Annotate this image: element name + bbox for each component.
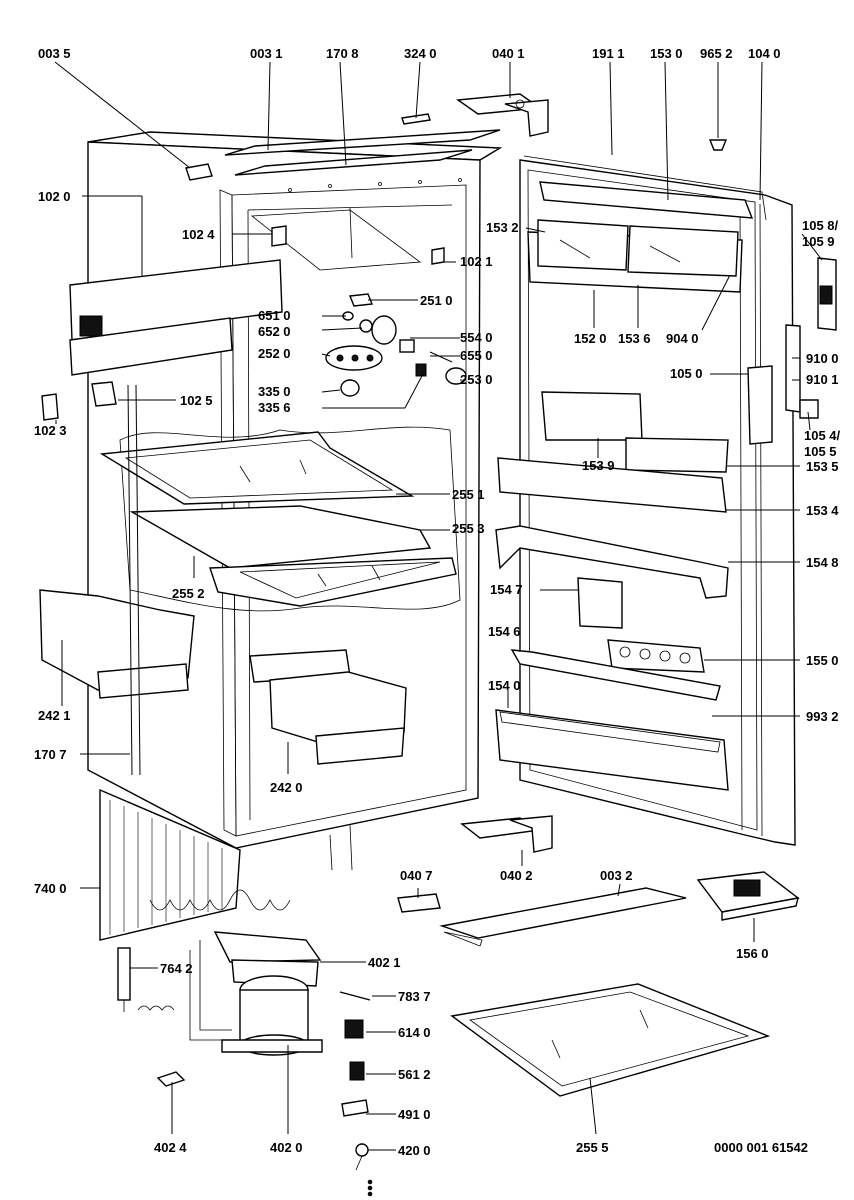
label-9040: 904 0 bbox=[666, 331, 699, 346]
label-1540: 154 0 bbox=[488, 678, 521, 693]
label-2555: 255 5 bbox=[576, 1140, 609, 1155]
label-1020: 102 0 bbox=[38, 189, 71, 204]
label-2552: 255 2 bbox=[172, 586, 205, 601]
label-1530: 153 0 bbox=[650, 46, 683, 61]
label-1021: 102 1 bbox=[460, 254, 493, 269]
label-1550: 155 0 bbox=[806, 653, 839, 668]
label-1050: 105 0 bbox=[670, 366, 703, 381]
label-7400: 740 0 bbox=[34, 881, 67, 896]
label-3240: 324 0 bbox=[404, 46, 437, 61]
condenser bbox=[99, 788, 353, 941]
label-1054: 105 4/ bbox=[804, 428, 841, 443]
label-1546: 154 6 bbox=[488, 624, 521, 639]
dairy-compartment bbox=[527, 181, 754, 293]
label-0401: 040 1 bbox=[492, 46, 525, 61]
label-2510: 251 0 bbox=[420, 293, 453, 308]
label-1023: 102 3 bbox=[34, 423, 67, 438]
label-0032: 003 2 bbox=[600, 868, 633, 883]
label-1040: 104 0 bbox=[748, 46, 781, 61]
part-labels: 003 5 003 1 170 8 324 0 040 1 191 1 153 … bbox=[34, 46, 841, 1158]
glass-shelves bbox=[99, 431, 457, 607]
label-5540: 554 0 bbox=[460, 330, 493, 345]
label-6550: 655 0 bbox=[460, 348, 493, 363]
label-2520: 252 0 bbox=[258, 346, 291, 361]
label-7837: 783 7 bbox=[398, 989, 431, 1004]
label-3356: 335 6 bbox=[258, 400, 291, 415]
label-0031: 003 1 bbox=[250, 46, 283, 61]
label-2530: 253 0 bbox=[460, 372, 493, 387]
label-6140: 614 0 bbox=[398, 1025, 431, 1040]
label-1059: 105 9 bbox=[802, 234, 835, 249]
label-3350: 335 0 bbox=[258, 384, 291, 399]
label-1708: 170 8 bbox=[326, 46, 359, 61]
label-6510: 651 0 bbox=[258, 308, 291, 323]
label-9100: 910 0 bbox=[806, 351, 839, 366]
crisper-drawers bbox=[39, 589, 407, 765]
label-0407: 040 7 bbox=[400, 868, 433, 883]
label-9101: 910 1 bbox=[806, 372, 839, 387]
label-1025: 102 5 bbox=[180, 393, 213, 408]
label-4024: 402 4 bbox=[154, 1140, 187, 1155]
label-4021: 402 1 bbox=[368, 955, 401, 970]
label-0035: 003 5 bbox=[38, 46, 71, 61]
label-9652: 965 2 bbox=[700, 46, 733, 61]
label-4020: 402 0 bbox=[270, 1140, 303, 1155]
label-1539: 153 9 bbox=[582, 458, 615, 473]
label-1548: 154 8 bbox=[806, 555, 839, 570]
drawing-number: 0000 001 61542 bbox=[714, 1140, 808, 1155]
label-2421: 242 1 bbox=[38, 708, 71, 723]
label-1547: 154 7 bbox=[490, 582, 523, 597]
label-0402: 040 2 bbox=[500, 868, 533, 883]
label-6520: 652 0 bbox=[258, 324, 291, 339]
label-2420: 242 0 bbox=[270, 780, 303, 795]
label-2551: 255 1 bbox=[452, 487, 485, 502]
label-1024: 102 4 bbox=[182, 227, 215, 242]
label-2553: 255 3 bbox=[452, 521, 485, 536]
label-7642: 764 2 bbox=[160, 961, 193, 976]
label-1058: 105 8/ bbox=[802, 218, 839, 233]
label-1532: 153 2 bbox=[486, 220, 519, 235]
label-1911: 191 1 bbox=[592, 46, 625, 61]
label-1055: 105 5 bbox=[804, 444, 837, 459]
hinge-top bbox=[456, 93, 549, 137]
label-9932: 993 2 bbox=[806, 709, 839, 724]
label-1560: 156 0 bbox=[736, 946, 769, 961]
label-4200: 420 0 bbox=[398, 1143, 431, 1158]
label-1707: 170 7 bbox=[34, 747, 67, 762]
label-1520: 152 0 bbox=[574, 331, 607, 346]
egg-tray-bin bbox=[495, 391, 729, 791]
label-5612: 561 2 bbox=[398, 1067, 431, 1082]
label-4910: 491 0 bbox=[398, 1107, 431, 1122]
label-1536: 153 6 bbox=[618, 331, 651, 346]
label-1535: 153 5 bbox=[806, 459, 839, 474]
label-1534: 153 4 bbox=[806, 503, 839, 518]
leader-lines bbox=[54, 61, 823, 1151]
